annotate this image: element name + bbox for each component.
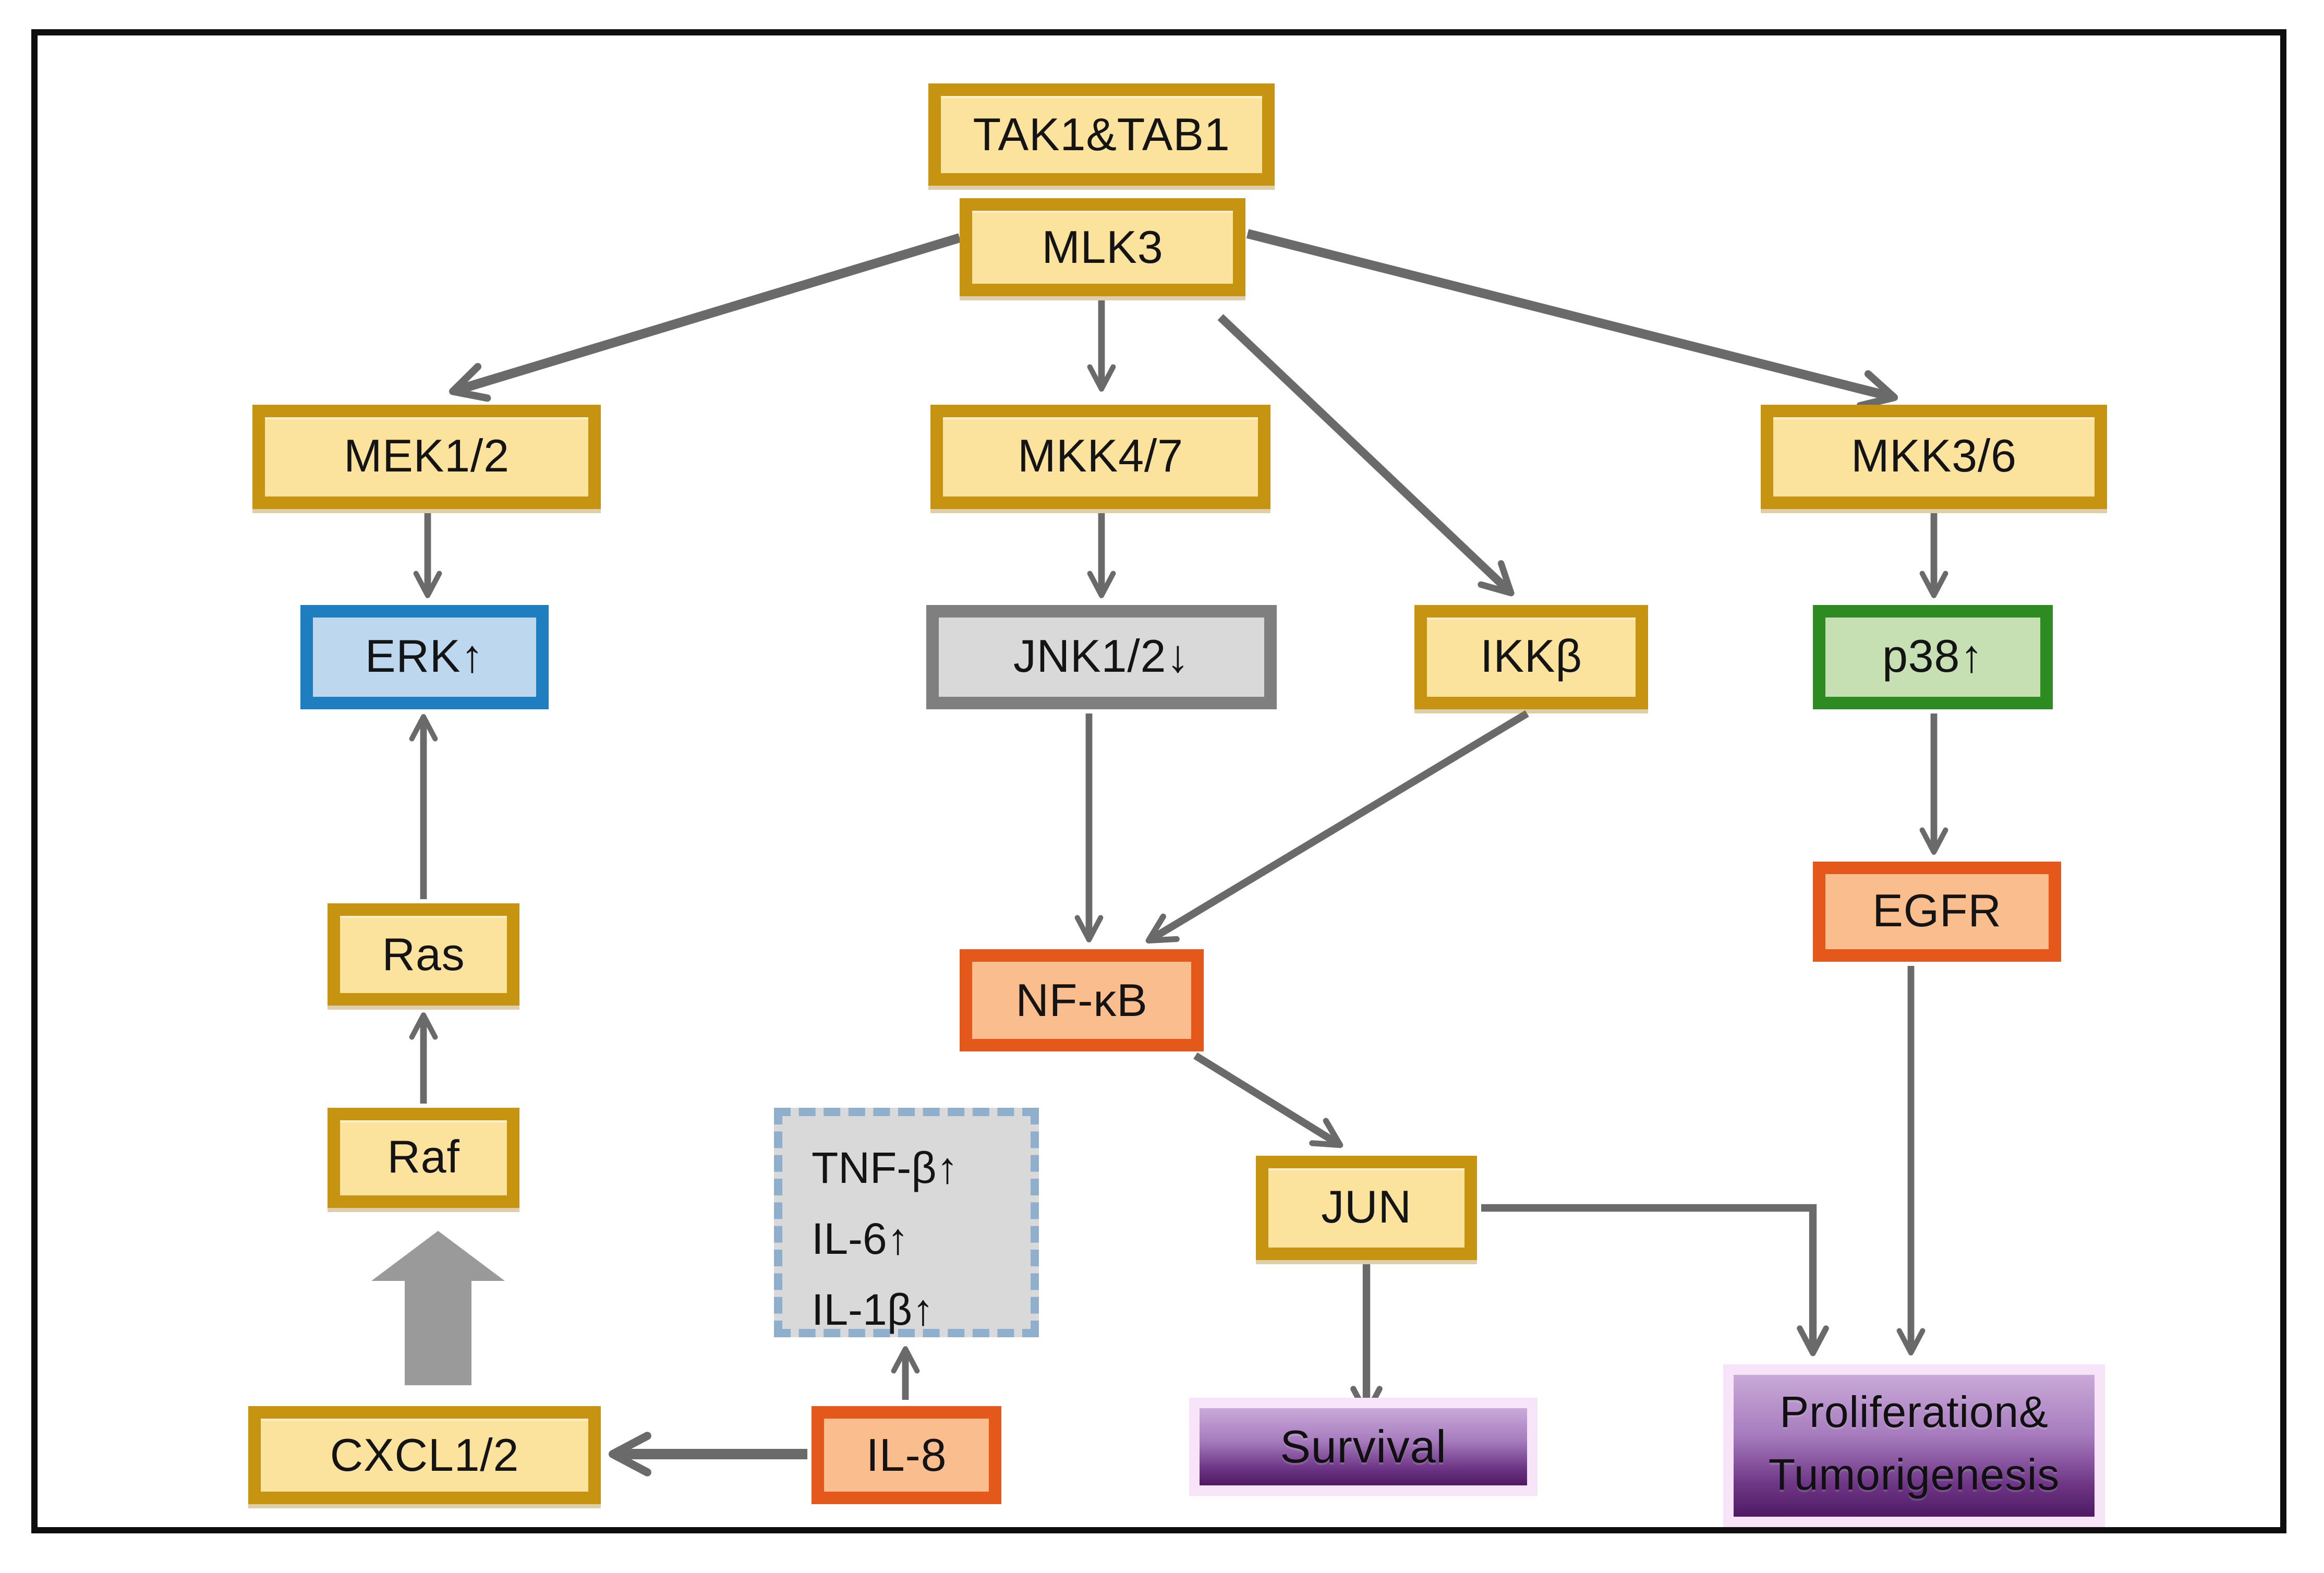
node-proliferation-tumorigenesis: Proliferation& Tumorigenesis — [1723, 1364, 2105, 1527]
node-ras-label: Ras — [382, 927, 465, 979]
node-jun: JUN — [1256, 1156, 1477, 1260]
node-ikkb: IKKβ — [1414, 605, 1648, 709]
node-mek1-2-label: MEK1/2 — [344, 430, 510, 482]
node-jun-label: JUN — [1321, 1181, 1412, 1233]
figure-frame — [31, 29, 2286, 1533]
node-survival-label: Survival — [1280, 1420, 1447, 1472]
node-raf-label: Raf — [387, 1131, 460, 1183]
node-mkk4-7: MKK4/7 — [930, 405, 1270, 509]
node-mek1-2: MEK1/2 — [252, 405, 601, 509]
node-mlk3: MLK3 — [960, 198, 1245, 296]
cytokine-box: TNF-β↑ IL-6↑ IL-1β↑ — [774, 1108, 1039, 1337]
node-mkk3-6: MKK3/6 — [1761, 405, 2107, 509]
node-nfkb: NF-κB — [960, 949, 1204, 1051]
node-mkk3-6-label: MKK3/6 — [1851, 430, 2017, 482]
node-egfr: EGFR — [1813, 862, 2061, 962]
node-cxcl1-2: CXCL1/2 — [248, 1406, 601, 1504]
proliferation-label-line2: Tumorigenesis — [1768, 1452, 2060, 1500]
node-erk: ERK↑ — [300, 605, 549, 709]
proliferation-label-line1: Proliferation& — [1780, 1388, 2049, 1437]
node-p38-label: p38↑ — [1882, 630, 1983, 682]
node-raf: Raf — [328, 1108, 519, 1208]
node-ras: Ras — [328, 903, 519, 1006]
node-jnk1-2-label: JNK1/2↓ — [1013, 630, 1190, 682]
cytokine-line-tnfb: TNF-β↑ — [812, 1145, 959, 1193]
node-egfr-label: EGFR — [1872, 885, 2002, 937]
node-erk-label: ERK↑ — [365, 630, 485, 682]
cytokine-line-il1b: IL-1β↑ — [812, 1287, 935, 1336]
node-il8-label: IL-8 — [866, 1428, 947, 1480]
node-mlk3-label: MLK3 — [1042, 220, 1164, 272]
node-p38: p38↑ — [1813, 605, 2053, 709]
node-il8: IL-8 — [812, 1406, 1001, 1504]
node-tak1-tab1: TAK1&TAB1 — [928, 83, 1275, 186]
node-tak1-tab1-label: TAK1&TAB1 — [973, 107, 1230, 160]
node-survival: Survival — [1189, 1398, 1538, 1496]
node-cxcl1-2-label: CXCL1/2 — [330, 1428, 519, 1480]
cytokine-line-il6: IL-6↑ — [812, 1216, 909, 1265]
node-nfkb-label: NF-κB — [1015, 973, 1148, 1025]
node-jnk1-2: JNK1/2↓ — [926, 605, 1277, 709]
node-ikkb-label: IKKβ — [1480, 630, 1582, 682]
node-mkk4-7-label: MKK4/7 — [1018, 430, 1183, 482]
